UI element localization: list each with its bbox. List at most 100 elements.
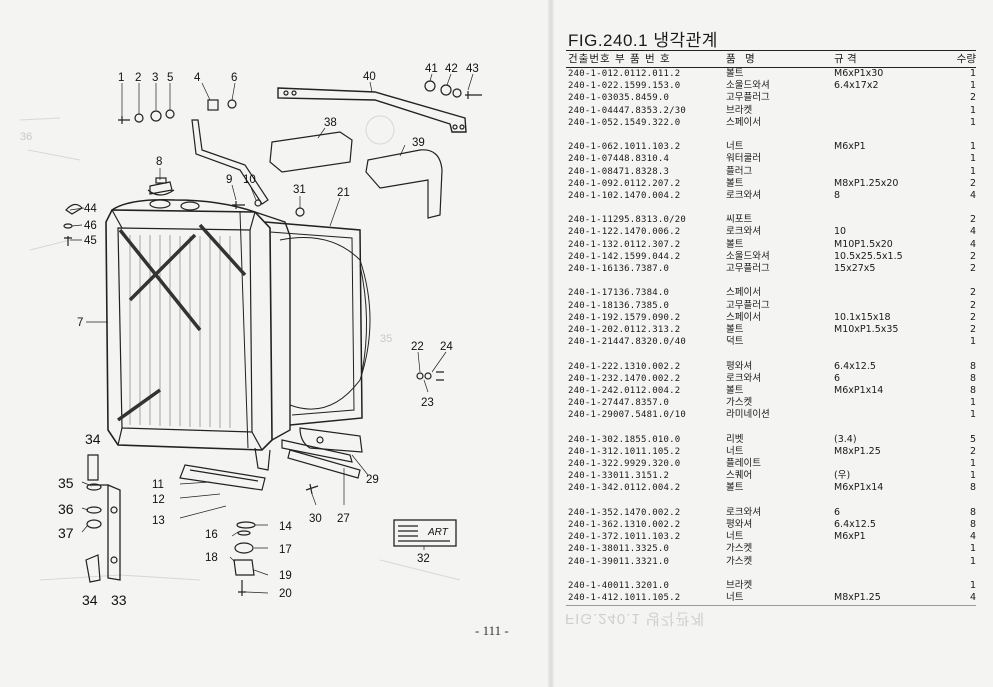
part-number-cell: 240-1-342.0112.004.2 <box>568 483 681 494</box>
part-name-cell: 스페이서 <box>726 287 761 299</box>
part-qty-cell: 2 <box>969 177 976 189</box>
bleed-through-lines <box>19 115 461 581</box>
callout-37: 37 <box>58 525 74 541</box>
part-spec-cell: M6xP1x14 <box>834 482 884 494</box>
part-number-cell: 240-1-33011.3151.2 <box>568 471 670 482</box>
part-spec-cell: 6.4x12.5 <box>834 518 876 530</box>
part-name-cell: 워터쿨러 <box>726 153 761 165</box>
callout-14: 14 <box>279 521 292 533</box>
callout-32: 32 <box>417 553 430 565</box>
parts-table-header: 건출번호 부 품 번 호 품 명 규 격 수량 <box>566 50 976 68</box>
part-qty-cell: 2 <box>969 287 976 299</box>
callout-24: 24 <box>440 341 453 353</box>
callout-40: 40 <box>363 71 376 83</box>
page-number: - 111 - <box>475 623 509 638</box>
fan-shroud-frame <box>264 221 363 426</box>
part-number-cell: 240-1-022.1599.153.0 <box>568 81 681 92</box>
bleed-through-number: 36 <box>20 131 32 143</box>
part-spec-cell <box>834 287 952 299</box>
part-spec-cell <box>834 153 952 165</box>
bolt-34 <box>87 454 99 481</box>
part-number-cell: 240-1-38011.3325.0 <box>568 544 670 555</box>
part-qty-cell: 2 <box>969 214 976 226</box>
callout-39: 39 <box>412 137 425 149</box>
part-spec-cell <box>834 214 952 226</box>
part-qty-cell: 1 <box>969 80 976 92</box>
part-number-cell: 240-1-102.1470.004.2 <box>568 190 681 201</box>
part-number-cell: 240-1-132.0112.307.2 <box>568 239 681 250</box>
part-number-cell: 240-1-312.1011.105.2 <box>568 446 681 457</box>
part-number-cell: 240-1-122.1470.006.2 <box>568 227 681 238</box>
nut-31 <box>295 207 305 217</box>
gasket-strip <box>281 439 353 463</box>
callout-11: 11 <box>152 479 164 491</box>
part-name-cell: 볼트 <box>726 323 744 335</box>
callout-23: 23 <box>421 397 434 409</box>
part-name-cell: 소울드와셔 <box>726 250 770 262</box>
part-qty-cell: 1 <box>969 165 976 177</box>
callout-29: 29 <box>366 474 379 486</box>
part-spec-cell: M10P1.5x20 <box>834 238 893 250</box>
part-spec-cell <box>834 580 952 592</box>
callout-20: 20 <box>279 588 292 600</box>
callout-42: 42 <box>445 63 458 75</box>
support-bracket <box>191 119 269 205</box>
part-name-cell: 너트 <box>726 445 744 457</box>
part-number-cell: 240-1-062.1011.103.2 <box>568 142 681 153</box>
washer-2 <box>134 113 144 123</box>
top-bracket <box>277 87 467 133</box>
label-plate <box>393 519 457 547</box>
part-name-cell: 평와셔 <box>726 518 753 530</box>
callout-9: 9 <box>226 174 232 186</box>
callout-38: 38 <box>324 117 337 129</box>
header-spec: 규 격 <box>834 53 857 65</box>
part-qty-cell: 2 <box>969 263 976 274</box>
part-spec-cell: 6.4x17x2 <box>834 80 879 92</box>
part-qty-cell: 1 <box>969 116 976 128</box>
callout-35: 35 <box>58 475 74 491</box>
fan-shroud-ring <box>279 237 371 410</box>
radiator-cap <box>147 181 175 196</box>
part-number-cell: 240-1-16136.7387.0 <box>568 264 670 274</box>
radiator-fins <box>129 235 231 428</box>
part-name-cell: 볼트 <box>726 384 744 396</box>
table-row: 240-1-17136.7384.0 스페이서 2 <box>566 287 976 299</box>
part-qty-cell: 1 <box>969 397 976 409</box>
part-number-cell: 240-1-18136.7385.0 <box>568 300 670 311</box>
part-number-cell: 240-1-17136.7384.0 <box>568 288 670 299</box>
callout-34-bottom: 34 <box>82 592 98 608</box>
part-number-cell: 240-1-142.1599.044.2 <box>568 251 681 262</box>
callout-19: 19 <box>279 570 292 582</box>
bottom-rule <box>566 605 976 606</box>
part-spec-cell <box>834 397 952 409</box>
part-qty-cell: 1 <box>969 336 976 348</box>
part-spec-cell: M10xP1.5x35 <box>834 323 899 335</box>
part-qty-cell: 8 <box>969 384 976 396</box>
part-qty-cell: 2 <box>969 311 976 323</box>
part-number-cell: 240-1-222.1310.002.2 <box>568 361 681 372</box>
part-name-cell: 너트 <box>726 592 744 604</box>
part-spec-cell <box>834 336 952 348</box>
part-spec-cell: M6xP1x14 <box>834 384 884 396</box>
callout-8: 8 <box>156 156 162 168</box>
part-spec-cell: 15x27x5 <box>834 263 876 274</box>
part-name-cell: 로크와셔 <box>726 226 761 238</box>
part-spec-cell <box>834 409 952 421</box>
part-name-cell: 로크와셔 <box>726 372 761 384</box>
part-name-cell: 덕트 <box>726 336 744 348</box>
